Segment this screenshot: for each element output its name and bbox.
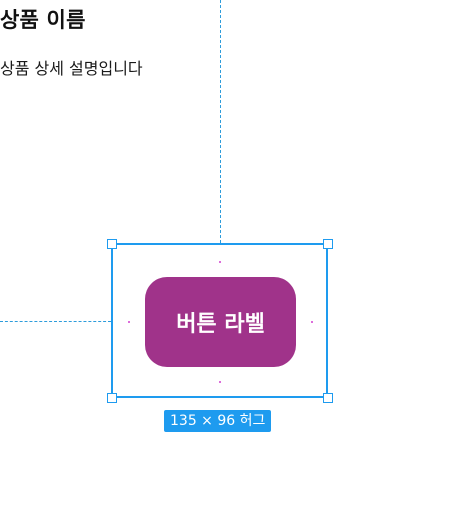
selection-frame[interactable] [111,243,328,398]
selected-button[interactable]: 버튼 라벨 [145,277,296,367]
padding-indicator-top [219,261,221,263]
resize-handle-top-left[interactable] [107,239,117,249]
padding-indicator-right [311,321,313,323]
padding-indicator-left [128,321,130,323]
product-title: 상품 이름 [0,8,86,32]
resize-handle-bottom-right[interactable] [323,393,333,403]
resize-handle-top-right[interactable] [323,239,333,249]
horizontal-spacing-guide [0,321,111,322]
vertical-spacing-guide [220,0,221,243]
resize-handle-bottom-left[interactable] [107,393,117,403]
padding-indicator-bottom [219,381,221,383]
size-badge: 135 × 96 허그 [164,410,272,432]
product-description: 상품 상세 설명입니다 [0,59,143,78]
